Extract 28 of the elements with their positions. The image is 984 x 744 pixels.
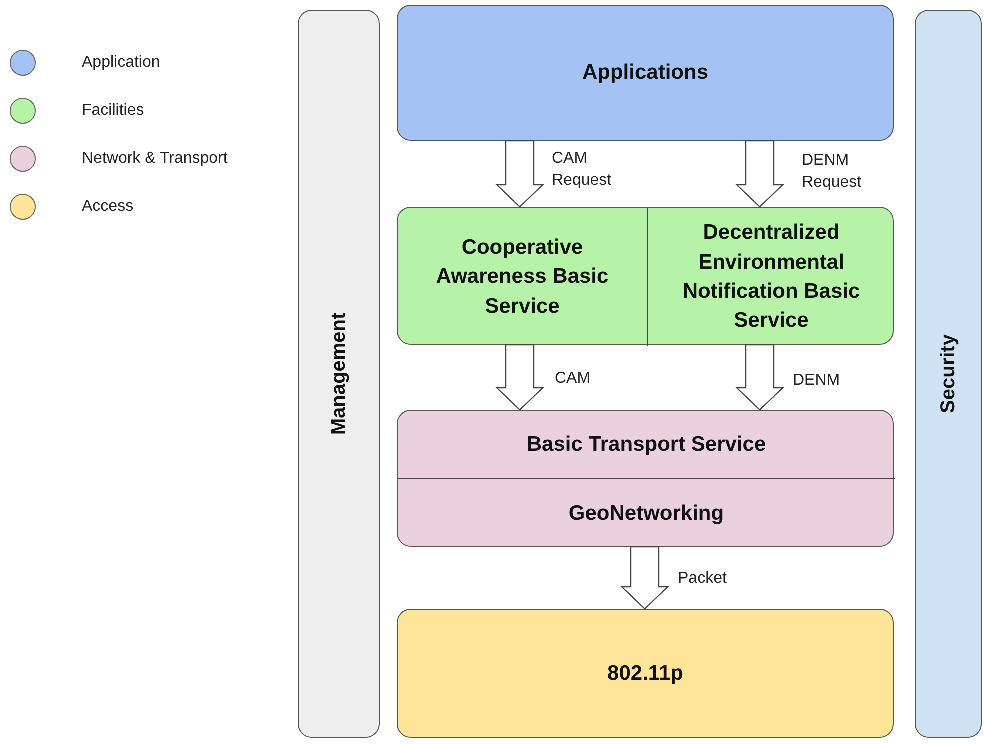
- edge-label: DENM Request: [802, 151, 863, 193]
- legend-label: Network & Transport: [82, 150, 228, 168]
- layer-label: GeoNetworking: [568, 500, 726, 527]
- layer-box: [397, 5, 894, 141]
- block-arrow: [496, 140, 544, 208]
- layer-label: Management: [327, 312, 351, 438]
- layer-label: Basic Transport Service: [526, 432, 768, 458]
- layer-label: Security: [936, 334, 960, 416]
- layer-box: [397, 410, 894, 547]
- side-band: [298, 10, 380, 738]
- layer-label: Cooperative Awareness Basic Service: [435, 234, 610, 320]
- block-arrow: [496, 344, 544, 411]
- layer-label: Decentralized Environmental Notification Basic Service: [682, 220, 862, 334]
- layer-box: [397, 207, 894, 345]
- legend-label: Facilities: [82, 102, 144, 120]
- edge-label: DENM: [793, 371, 842, 391]
- block-arrow: [736, 344, 784, 411]
- edge-label: Packet: [678, 569, 728, 589]
- edge-label: CAM: [555, 369, 592, 389]
- edge-label: CAM Request: [552, 149, 613, 191]
- block-arrow: [736, 140, 784, 208]
- block-arrow: [620, 546, 670, 610]
- legend-label: Application: [82, 54, 160, 72]
- layer-label: Applications: [581, 60, 710, 86]
- legend-label: Access: [82, 198, 134, 216]
- side-band: [915, 10, 982, 738]
- layer-box: [397, 609, 894, 738]
- layer-label: 802.11p: [606, 660, 684, 687]
